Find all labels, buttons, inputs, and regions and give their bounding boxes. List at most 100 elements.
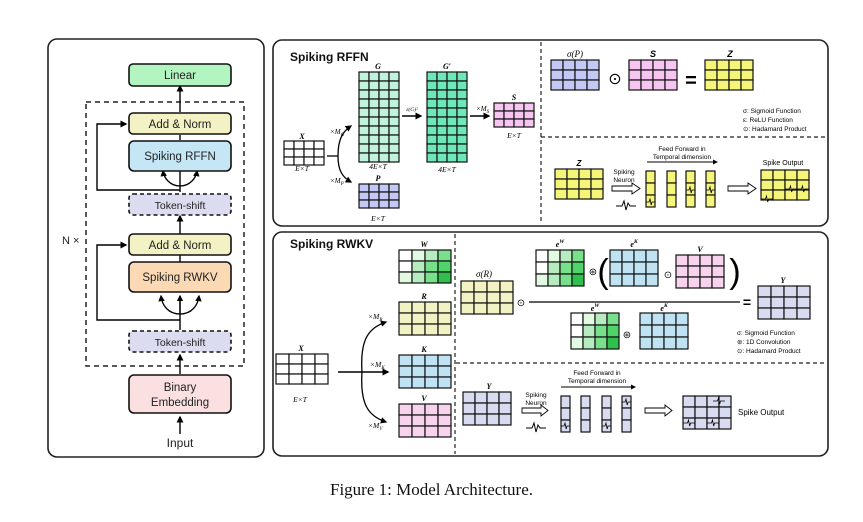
spike-icon	[785, 184, 797, 193]
gprime-matrix-cell	[446, 107, 458, 118]
ek-matrix-top-cell	[609, 273, 623, 287]
z-eq-matrix-cell	[716, 59, 730, 71]
ew-label-top: eW	[556, 239, 566, 249]
x-matrix-cell	[314, 353, 329, 365]
v-matrix-cell	[398, 414, 413, 427]
z-eq-matrix-cell	[716, 79, 730, 91]
ek-matrix-top-cell	[609, 261, 623, 275]
ek-matrix-top-cell	[645, 249, 659, 263]
g-matrix	[358, 71, 400, 163]
linear-label: Linear	[164, 70, 196, 82]
overall-architecture-panel: N × Linear Add & Norm Spiki	[47, 38, 265, 458]
y-spike-input-cell	[486, 402, 500, 415]
s-matrix-cell	[513, 118, 525, 128]
p-matrix	[358, 183, 400, 209]
spike-output-matrix-cell	[796, 189, 810, 201]
ek-matrix-bottom-cell	[675, 336, 689, 350]
g-matrix-cell	[388, 116, 400, 127]
p-matrix-cell	[358, 183, 370, 193]
p-matrix-cell	[378, 183, 390, 193]
z-spike-input-cell	[554, 188, 568, 200]
spike-output-matrix-cell	[694, 395, 708, 408]
sigma-r-matrix-cell	[486, 280, 501, 293]
fan-arrow	[160, 169, 181, 187]
gprime-matrix-cell	[436, 125, 448, 136]
w-matrix-cell	[398, 271, 413, 284]
temporal-column-2-cell	[666, 194, 677, 208]
v-matrix-cell	[398, 403, 413, 416]
k-matrix-cell	[411, 365, 426, 378]
legend-hadamard: ⊙: Hadamard Product	[743, 126, 807, 133]
spike-output-matrix-cell	[718, 417, 732, 430]
z-eq-matrix-cell	[728, 79, 742, 91]
ek-matrix-top-cell	[633, 249, 647, 263]
sigma-r-matrix-cell	[460, 280, 475, 293]
temporal-column-3-cell	[601, 407, 612, 421]
ew-matrix-top-cell	[559, 273, 573, 287]
spike-output-matrix-cell	[706, 406, 720, 419]
spike-icon	[561, 421, 570, 430]
ek-matrix-bottom-cell	[639, 312, 653, 326]
g-matrix-cell	[368, 134, 380, 145]
g-matrix-label: G	[375, 62, 381, 71]
ek-matrix-top-cell	[621, 261, 635, 275]
temporal-column-4-cell	[705, 170, 716, 184]
spike-icon	[646, 197, 655, 206]
ek-matrix-top-cell	[609, 249, 623, 263]
sigma-p-matrix-cell	[562, 69, 576, 81]
w-matrix-cell	[424, 249, 439, 262]
ek-matrix-top-cell	[621, 273, 635, 287]
legend-relu: ε: ReLU Function	[743, 117, 793, 124]
gprime-matrix-cell	[436, 116, 448, 127]
temporal-column-4-cell	[621, 419, 632, 433]
g-matrix-cell	[368, 152, 380, 163]
k-matrix-cell	[424, 376, 439, 389]
spike-icon	[797, 184, 809, 193]
spike-output-matrix	[760, 169, 810, 201]
binary-embedding-label-line1: Binary	[164, 382, 197, 394]
g-matrix-cell	[388, 98, 400, 109]
s-matrix-cell	[503, 118, 515, 128]
r-matrix-cell	[398, 323, 413, 336]
temporal-column-2-cell	[580, 407, 591, 421]
ew-matrix-bottom-cell	[570, 312, 584, 326]
w-matrix-cell	[437, 260, 452, 273]
y-spike-input	[462, 391, 512, 426]
x-to-g-arrow	[337, 125, 353, 157]
temporal-column-1-cell	[560, 407, 571, 421]
g-matrix-cell	[388, 125, 400, 136]
sigma-p-matrix-cell	[586, 79, 600, 91]
p-dim-label: E×T	[370, 214, 386, 223]
r-matrix-cell	[424, 312, 439, 325]
ew-label-bottom: eW	[591, 303, 601, 313]
x-matrix-cell	[313, 156, 325, 166]
gprime-matrix-cell	[436, 80, 448, 91]
w-matrix-cell	[424, 260, 439, 273]
w-matrix-cell	[424, 271, 439, 284]
z-spike-input-cell	[590, 168, 604, 180]
k-matrix-cell	[398, 354, 413, 367]
temporal-column-4-cell	[705, 194, 716, 208]
ek-matrix-bottom-cell	[663, 324, 677, 338]
ew-matrix-top-cell	[571, 249, 585, 263]
g-matrix-cell	[368, 116, 380, 127]
spiking-neuron-arrow	[611, 182, 641, 195]
s-matrix-cell	[493, 110, 505, 120]
spike-icon	[683, 418, 695, 427]
z-eq-label: Z	[726, 49, 733, 59]
y-spike-input-cell	[474, 391, 488, 404]
r-matrix-cell	[398, 301, 413, 314]
w-matrix	[398, 249, 452, 284]
ek-matrix-top	[609, 249, 659, 287]
figure-caption: Figure 1: Model Architecture.	[329, 480, 533, 499]
spike-icon	[706, 185, 715, 194]
x-to-p-arrow	[337, 155, 353, 183]
x-matrix-cell	[301, 373, 316, 385]
v-eq-matrix-cell	[711, 276, 725, 289]
mp-label: ×MP	[330, 177, 344, 187]
s-matrix-cell	[493, 118, 505, 128]
spike-output-matrix-cell	[682, 395, 696, 408]
spike-output-matrix-cell	[718, 406, 732, 419]
w-matrix-cell	[437, 249, 452, 262]
x-matrix-cell	[313, 140, 325, 150]
